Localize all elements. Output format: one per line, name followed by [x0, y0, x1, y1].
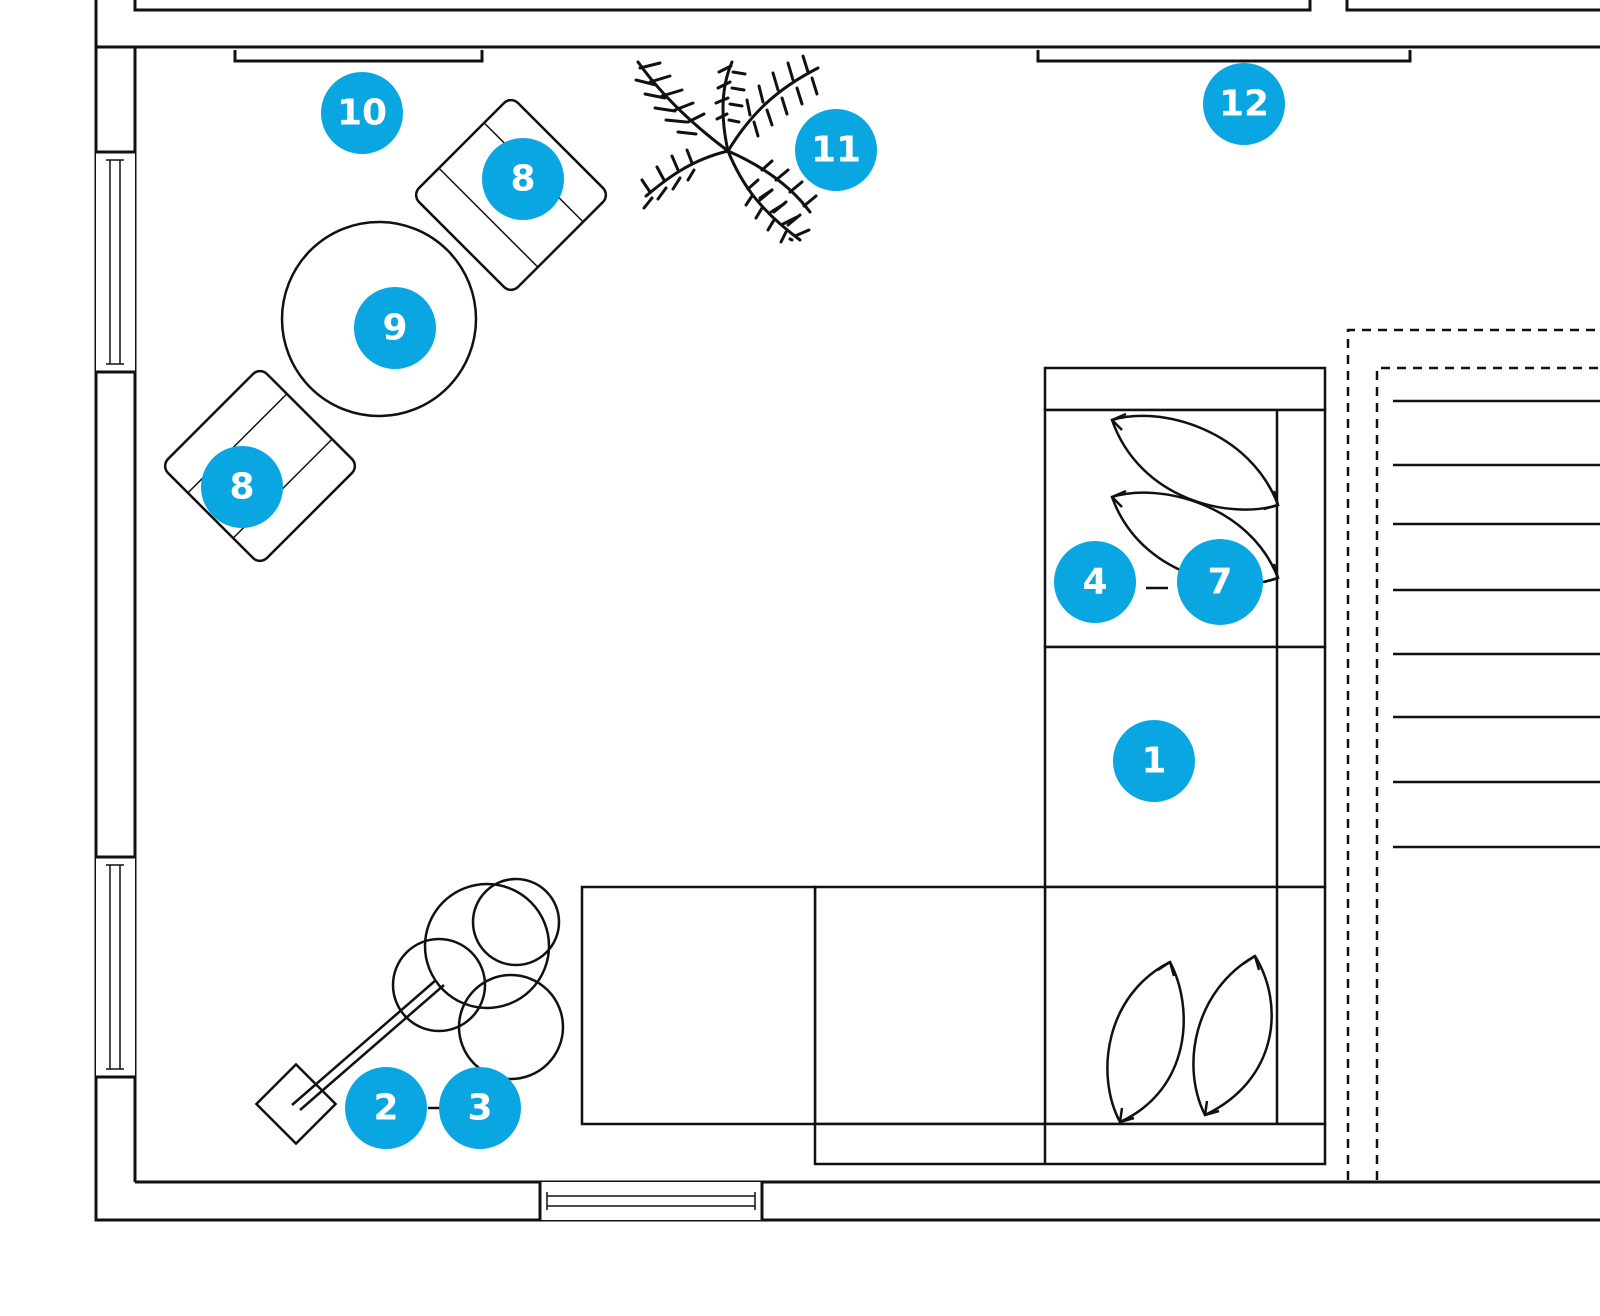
- staircase: [1346, 328, 1600, 1180]
- upper-room-wall-right: [1345, 0, 1600, 12]
- cushions: [1106, 412, 1280, 1124]
- marker-11: 11: [795, 109, 877, 191]
- sectional-sofa: [580, 366, 1327, 1166]
- outer-wall: [94, 0, 1600, 1222]
- marker-4: 4: [1054, 541, 1136, 623]
- windows: [96, 50, 1412, 1220]
- floor-lamp: [254, 877, 565, 1146]
- marker-8-bottom-label: 8: [229, 467, 254, 508]
- marker-4-label: 4: [1082, 562, 1107, 603]
- marker-9-label: 9: [382, 308, 407, 349]
- marker-11-label: 11: [811, 130, 861, 171]
- marker-2: 2: [345, 1067, 427, 1149]
- marker-12: 12: [1203, 63, 1285, 145]
- marker-8-bottom: 8: [201, 446, 283, 528]
- marker-1-label: 1: [1141, 741, 1166, 782]
- potted-plant: [634, 54, 820, 244]
- marker-8-top: 8: [482, 138, 564, 220]
- marker-10: 10: [321, 72, 403, 154]
- marker-1: 1: [1113, 720, 1195, 802]
- marker-3-label: 3: [467, 1088, 492, 1129]
- walls: [94, 0, 1600, 1222]
- radiator-right: [1036, 50, 1412, 63]
- marker-3: 3: [439, 1067, 521, 1149]
- marker-9: 9: [354, 287, 436, 369]
- marker-10-label: 10: [337, 93, 387, 134]
- markers: 1 2 3 4 7 8 8 9: [201, 63, 1285, 1149]
- marker-2-label: 2: [373, 1088, 398, 1129]
- radiator-left: [233, 50, 484, 63]
- marker-7: 7: [1177, 539, 1263, 625]
- marker-7-label: 7: [1207, 562, 1232, 603]
- marker-8-top-label: 8: [510, 159, 535, 200]
- marker-12-label: 12: [1219, 84, 1269, 125]
- upper-room-wall-left: [133, 0, 1312, 12]
